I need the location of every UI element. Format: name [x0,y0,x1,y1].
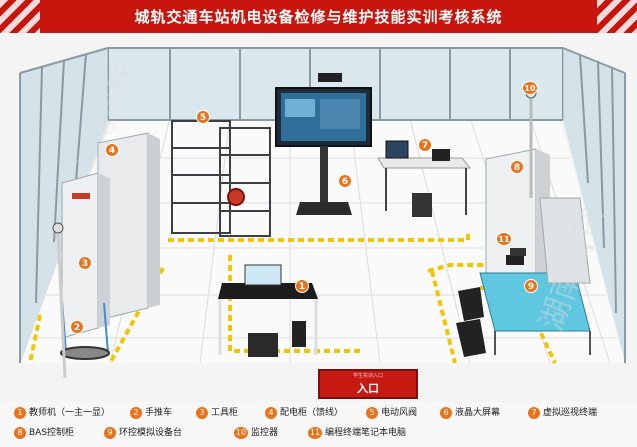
marker-badge: 2 [70,320,84,334]
entrance-top-text: 学生实训入口 [352,373,383,379]
marker-badge: 10 [522,81,538,95]
room-illustration: 湖南高铁 湖南高铁 [19,47,626,379]
page-title: 城轨交通车站机电设备检修与维护技能实训考核系统 [134,8,503,26]
marker-badge: 5 [196,110,210,124]
entrance-mat: 学生实训入口 入口 [318,369,418,399]
left-camera-stand [52,222,67,379]
hazard-stripe-left [0,0,40,33]
training-room-scene: 湖南高铁 湖南高铁 1 2 3 4 5 6 7 8 9 10 11 学生实训入口… [0,33,637,399]
entrance-label: 入口 [357,382,379,395]
large-lcd-screen [275,73,372,215]
marker-badge: 8 [510,160,524,174]
virtual-inspection-desk [377,140,472,217]
marker-badge: 3 [78,256,92,270]
env-control-console [456,197,591,357]
marker-badge: 11 [496,232,512,246]
marker-badge: 4 [105,143,119,157]
marker-badge: 9 [524,279,538,293]
right-glass-wall [562,47,626,363]
marker-badge: 1 [295,279,309,293]
distribution-cabinet [97,132,160,321]
hazard-stripe-right [597,0,637,33]
marker-badge: 7 [418,138,432,152]
title-banner: 城轨交通车站机电设备检修与维护技能实训考核系统 [0,0,637,33]
teacher-workstation [218,264,318,357]
programming-laptop [510,248,526,256]
tool-cabinet [61,172,110,339]
marker-badge: 6 [338,174,352,188]
electric-damper-rack [171,120,271,237]
